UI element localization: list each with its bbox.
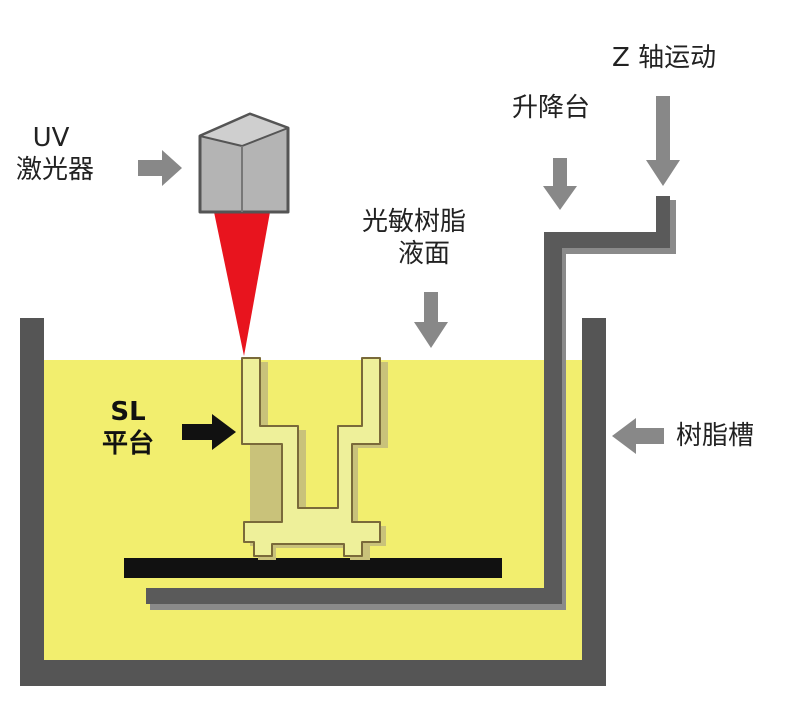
arrow-uv-laser-icon bbox=[138, 150, 182, 186]
arrow-sl-platform-icon bbox=[182, 414, 236, 450]
label-resin-tank: 树脂槽 bbox=[676, 421, 755, 451]
label-lift-platform: 升降台 bbox=[512, 93, 591, 123]
arrow-lift-platform-icon bbox=[543, 158, 577, 210]
label-resin-surface-line1: 光敏树脂 bbox=[362, 207, 467, 237]
printed-part bbox=[241, 357, 381, 557]
label-uv-laser-line1: UV bbox=[32, 123, 70, 153]
arrow-resin-tank-icon bbox=[612, 418, 664, 454]
label-resin-surface-line2: 液面 bbox=[398, 239, 451, 269]
label-resin-surface: 光敏树脂 液面 bbox=[362, 206, 466, 270]
label-uv-laser-line2: 激光器 bbox=[16, 155, 95, 185]
sl-build-plate bbox=[124, 558, 502, 578]
label-sl-platform-line1: SL bbox=[110, 397, 146, 427]
label-uv-laser: UV 激光器 bbox=[16, 122, 95, 186]
arrow-z-axis-icon bbox=[646, 96, 680, 186]
uv-laser-head-top bbox=[199, 113, 289, 147]
label-z-axis: Z 轴运动 bbox=[612, 43, 717, 73]
arrow-resin-surface-icon bbox=[414, 292, 448, 348]
label-sl-platform-line2: 平台 bbox=[101, 429, 154, 459]
laser-beam bbox=[214, 212, 270, 356]
label-sl-platform: SL 平台 bbox=[88, 396, 168, 460]
lift-platform-arm bbox=[146, 196, 670, 604]
